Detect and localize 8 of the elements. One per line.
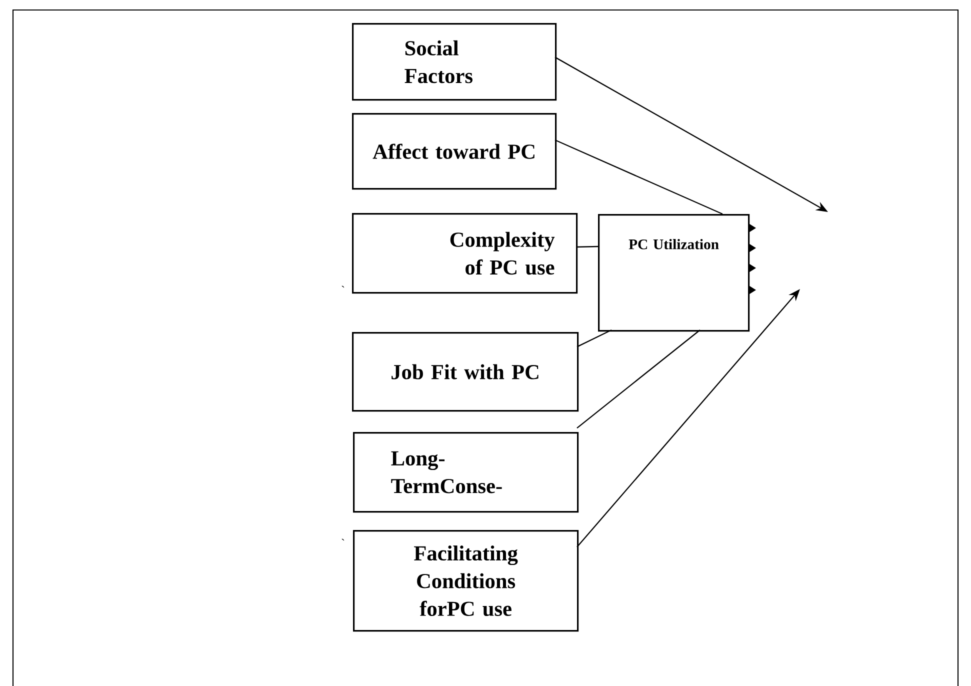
process-box: Complexity of PC use	[352, 213, 578, 294]
process-box: PC Utilization	[598, 214, 750, 332]
process-box: Social Factors	[352, 23, 557, 101]
process-box: Affect toward PC	[352, 113, 557, 190]
process-box: Job Fit with PC	[352, 332, 579, 412]
process-box: Facilitating Conditions forPC use	[353, 530, 579, 632]
stray-mark: `	[342, 538, 344, 541]
process-box: Long-TermConse-	[353, 432, 579, 513]
